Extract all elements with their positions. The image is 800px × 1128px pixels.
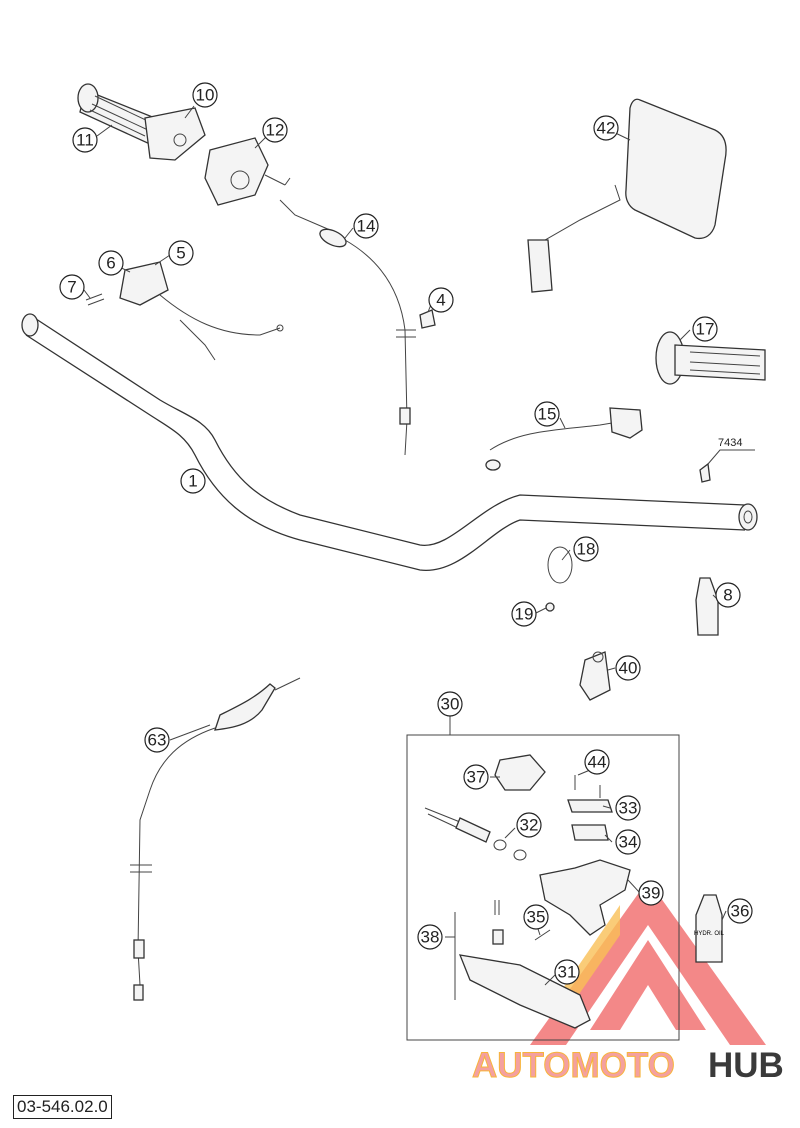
callout-34: 34 xyxy=(615,829,641,855)
adjuster-pin-part xyxy=(534,929,551,941)
callout-31: 31 xyxy=(554,959,580,985)
callouts: 10 11 12 14 6 5 7 4 42 17 15 1 18 19 8 4… xyxy=(59,82,753,985)
callout-18: 18 xyxy=(573,536,599,562)
throttle-housing-part xyxy=(144,107,206,161)
callout-8: 8 xyxy=(715,582,741,608)
watermark-text-secondary: HUB xyxy=(708,1046,784,1085)
kill-switch-part xyxy=(485,407,643,471)
svg-text:6: 6 xyxy=(106,254,115,273)
callout-30: 30 xyxy=(437,691,463,717)
callout-37: 37 xyxy=(463,764,489,790)
callout-19: 19 xyxy=(511,601,537,627)
loctite-bottle-part xyxy=(695,577,719,636)
svg-text:38: 38 xyxy=(421,928,440,947)
callout-6: 6 xyxy=(98,250,124,276)
screw-part xyxy=(85,293,105,306)
callout-40: 40 xyxy=(615,655,641,681)
brake-assembly-frame xyxy=(406,734,680,1041)
callout-35: 35 xyxy=(523,904,549,930)
svg-text:4: 4 xyxy=(436,291,445,310)
bar-plug-part xyxy=(699,449,755,483)
hydr-oil-label: HYDR. OIL xyxy=(694,931,725,937)
svg-text:1: 1 xyxy=(188,472,197,491)
svg-text:15: 15 xyxy=(538,405,557,424)
pivot-bolt-part xyxy=(454,900,504,1000)
handlebar-part xyxy=(21,313,758,571)
callout-7: 7 xyxy=(59,274,85,300)
svg-text:34: 34 xyxy=(619,833,638,852)
svg-text:35: 35 xyxy=(527,908,546,927)
cable-tie-part xyxy=(547,546,573,584)
callout-36: 36 xyxy=(727,898,753,924)
cable-holder-part xyxy=(579,651,611,701)
callout-33: 33 xyxy=(615,795,641,821)
diaphragm-part xyxy=(571,824,609,841)
watermark-text-primary: AUTOMOTO xyxy=(472,1046,675,1085)
brake-clamp-part xyxy=(494,754,546,791)
cable-clip-part xyxy=(419,309,436,329)
svg-text:36: 36 xyxy=(731,902,750,921)
svg-text:17: 17 xyxy=(696,320,715,339)
callout-4: 4 xyxy=(428,287,454,313)
svg-text:33: 33 xyxy=(619,799,638,818)
callout-14: 14 xyxy=(353,213,379,239)
callout-12: 12 xyxy=(262,117,288,143)
part-number-label: 7434 xyxy=(718,437,742,449)
watermark-text: AUTOMOTO HUB xyxy=(472,1046,784,1086)
svg-text:39: 39 xyxy=(642,884,661,903)
callout-15: 15 xyxy=(534,401,560,427)
callout-39: 39 xyxy=(638,880,664,906)
svg-text:18: 18 xyxy=(577,540,596,559)
svg-text:5: 5 xyxy=(176,244,185,263)
svg-text:14: 14 xyxy=(357,217,376,236)
svg-text:30: 30 xyxy=(441,695,460,714)
callout-42: 42 xyxy=(593,115,619,141)
brake-lever-part xyxy=(458,954,591,1029)
svg-text:8: 8 xyxy=(723,586,732,605)
mirror-part xyxy=(527,98,727,293)
svg-text:10: 10 xyxy=(196,86,215,105)
svg-text:32: 32 xyxy=(520,816,539,835)
reservoir-cap-part xyxy=(567,799,613,813)
reservoir-screws-part xyxy=(574,775,601,798)
nut-part xyxy=(545,602,555,612)
left-grip-part xyxy=(655,331,766,385)
callout-38: 38 xyxy=(417,924,443,950)
callout-32: 32 xyxy=(516,812,542,838)
svg-text:63: 63 xyxy=(148,731,167,750)
switch-clamp-part xyxy=(119,261,284,361)
piston-kit-part xyxy=(424,807,527,861)
svg-text:19: 19 xyxy=(515,605,534,624)
svg-text:11: 11 xyxy=(76,131,94,150)
svg-text:40: 40 xyxy=(619,659,638,678)
throttle-cover-part xyxy=(204,137,291,206)
callout-11: 11 xyxy=(72,127,98,153)
callout-5: 5 xyxy=(168,240,194,266)
master-cylinder-body-part xyxy=(539,859,631,936)
clutch-cable-part xyxy=(130,677,301,1001)
callout-63: 63 xyxy=(144,727,170,753)
document-number: 03-546.02.0 xyxy=(13,1095,112,1119)
svg-text:42: 42 xyxy=(597,119,616,138)
callout-44: 44 xyxy=(584,749,610,775)
svg-text:37: 37 xyxy=(467,768,486,787)
callout-1: 1 xyxy=(180,468,206,494)
throttle-cable-part xyxy=(279,199,416,456)
svg-text:44: 44 xyxy=(588,753,607,772)
svg-text:12: 12 xyxy=(266,121,285,140)
svg-text:31: 31 xyxy=(558,963,577,982)
hydraulic-oil-bottle-part: HYDR. OIL xyxy=(694,894,725,963)
callout-17: 17 xyxy=(692,316,718,342)
callout-10: 10 xyxy=(192,82,218,108)
svg-text:7: 7 xyxy=(67,278,76,297)
